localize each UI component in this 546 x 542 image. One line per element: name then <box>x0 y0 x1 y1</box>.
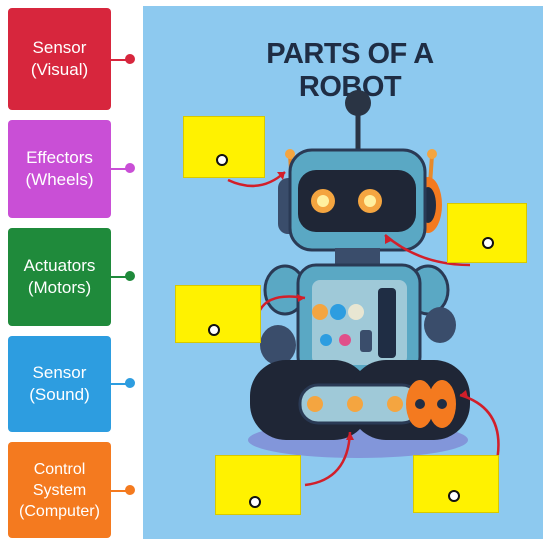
label-text: Sensor (Visual) <box>30 38 89 79</box>
label-text: Actuators (Motors) <box>23 256 96 297</box>
connector-dot[interactable] <box>125 163 135 173</box>
connector-line <box>111 276 131 278</box>
answer-box-head[interactable] <box>183 116 265 178</box>
connector-dot[interactable] <box>125 54 135 64</box>
label-card-sensor-visual[interactable]: Sensor (Visual) <box>8 8 111 110</box>
answer-box-pin <box>216 154 228 166</box>
connector-dot[interactable] <box>125 378 135 388</box>
label-text: Control System (Computer) <box>19 460 100 520</box>
label-text: Effectors (Wheels) <box>25 148 94 189</box>
connector-line <box>111 59 131 61</box>
connector-dot[interactable] <box>125 485 135 495</box>
answer-box-pin <box>482 237 494 249</box>
connector-line <box>111 490 131 492</box>
connector-line <box>111 383 131 385</box>
label-card-control-system[interactable]: Control System (Computer) <box>8 442 111 538</box>
answer-box-pin <box>448 490 460 502</box>
answer-box-wheels[interactable] <box>413 455 499 513</box>
answer-box-base[interactable] <box>215 455 301 515</box>
answer-box-pin <box>208 324 220 336</box>
label-text: Sensor (Sound) <box>29 363 90 404</box>
answer-box-body[interactable] <box>175 285 261 343</box>
label-card-actuators-motors[interactable]: Actuators (Motors) <box>8 228 111 326</box>
answer-box-ear[interactable] <box>447 203 527 263</box>
connector-line <box>111 168 131 170</box>
label-card-effectors-wheels[interactable]: Effectors (Wheels) <box>8 120 111 218</box>
label-card-sensor-sound[interactable]: Sensor (Sound) <box>8 336 111 432</box>
answer-box-pin <box>249 496 261 508</box>
connector-dot[interactable] <box>125 271 135 281</box>
